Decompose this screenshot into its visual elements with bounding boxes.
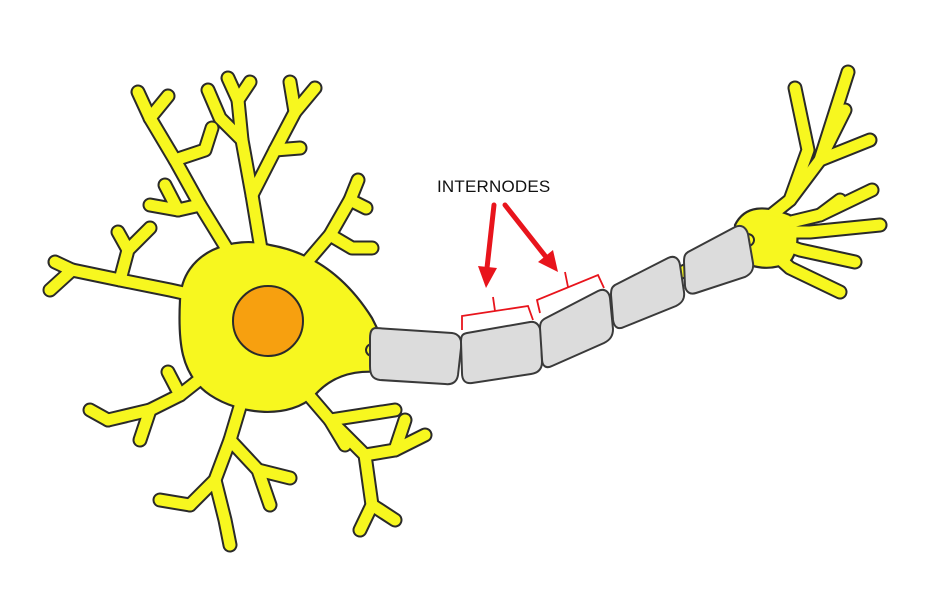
myelin-segment (538, 288, 615, 369)
myelin-segment (682, 224, 755, 295)
myelin-segment (459, 320, 544, 385)
bracket (461, 296, 534, 330)
annotations (461, 202, 605, 330)
arrow (484, 202, 497, 271)
arrow-head (538, 250, 558, 272)
myelin-segment (369, 326, 463, 386)
nucleus (232, 285, 304, 357)
bracket (535, 271, 605, 314)
myelin-segment (609, 255, 686, 330)
myelin-sheath (369, 224, 755, 386)
neuron-illustration (50, 72, 880, 545)
internodes-label: INTERNODES (437, 177, 551, 196)
arrow-head (478, 266, 497, 288)
arrow (502, 202, 549, 260)
